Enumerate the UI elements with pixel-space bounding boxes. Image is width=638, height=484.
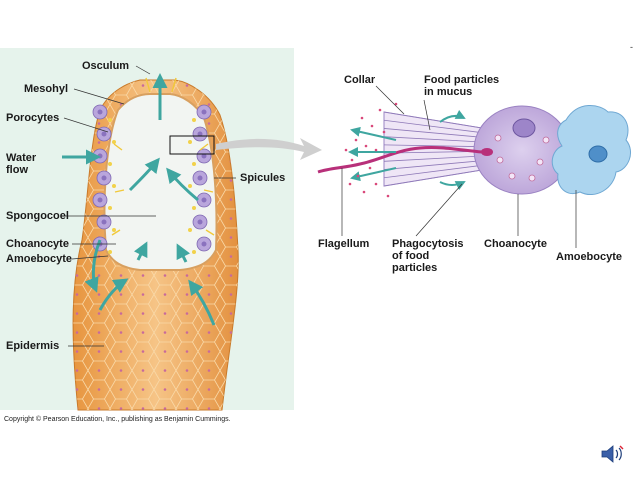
vacuole [536,158,544,166]
leader-lines-left [63,65,236,347]
food-dot [344,148,348,152]
food-dot [356,174,360,178]
vacuole [542,136,550,144]
mesohyl-cell [192,118,196,122]
mesohyl-cell [108,118,112,122]
food-particle-dots [344,102,398,198]
mesohyl-cell [188,184,192,188]
chamber-pore [97,153,103,159]
food-dot [374,182,378,186]
mesohyl-cell [108,162,112,166]
vacuole [508,172,516,180]
chamber-pore [101,175,107,181]
leader-lines-right [341,85,577,248]
speaker-icon[interactable] [600,444,624,464]
label-food-particles-1: Food particles [424,74,500,86]
mesohyl-cell [188,228,192,232]
food-dot [386,194,390,198]
food-dot [348,182,352,186]
vacuole [496,156,504,164]
label-phagocytosis-2: of food [392,250,430,262]
food-dot [374,148,378,152]
microvillus [383,155,483,162]
microvillus [383,119,483,134]
label-spongocoel: Spongocoel [6,210,69,222]
flagellum [317,146,483,174]
food-dot [360,116,364,120]
food-dot [382,130,386,134]
vacuole [494,134,502,142]
chamber-pore [197,219,203,225]
flagellum-base [481,148,493,156]
mesohyl-cell [192,250,196,254]
label-epidermis: Epidermis [6,340,60,352]
chamber-pore [201,241,207,247]
chamber-pore [197,175,203,181]
chamber-pore [101,219,107,225]
copyright-notice: Copyright © Pearson Education, Inc., pub… [4,416,231,423]
chamber-pore [97,109,103,115]
microvillus [383,160,483,170]
mesohyl-cell [192,162,196,166]
microvillus [383,144,483,148]
food-dot [362,190,366,194]
microvillus [383,136,483,143]
chamber-pore [197,131,203,137]
mesohyl-cell [112,184,116,188]
amoebocyte-nucleus [588,145,608,163]
corner-mark: - [630,42,633,52]
label-water-flow-1: Water [6,152,37,164]
label-amoebocyte-right: Amoebocyte [556,251,623,263]
food-dot [354,138,358,142]
label-porocytes: Porocytes [6,112,60,124]
mesohyl-cell [192,206,196,210]
food-vacuoles [494,134,550,182]
food-dot [350,158,354,162]
label-amoebocyte-left: Amoebocyte [6,253,73,265]
food-dot [378,108,382,112]
mesohyl-cell [188,140,192,144]
zoom-arrow [216,138,322,160]
label-choanocyte-left: Choanocyte [6,238,69,250]
microvillus [383,164,483,179]
spicules [111,77,215,236]
microvillus [383,111,483,129]
zoom-box [169,135,215,155]
food-dot [368,166,372,170]
label-phagocytosis-3: particles [392,262,438,274]
right-wall-chambers [188,104,212,254]
label-osculum: Osculum [82,60,130,72]
label-flagellum: Flagellum [318,238,370,250]
collar-flow-arrows [348,109,466,191]
food-dot [394,102,398,106]
chamber-pore [201,197,207,203]
water-flow-arrows [62,73,216,326]
vacuole [528,174,536,182]
label-choanocyte-right: Choanocyte [484,238,547,250]
mesohyl-cell [112,140,116,144]
label-spicules: Spicules [240,172,286,184]
mesohyl-cell [108,250,112,254]
mesohyl-cell [108,206,112,210]
chamber-pore [201,109,207,115]
spongocoel-cavity [103,93,218,271]
mesohyl-cell [112,228,116,232]
chamber-pore [97,197,103,203]
chamber-pore [101,131,107,137]
food-dot [370,124,374,128]
microvillus [383,128,483,138]
label-water-flow-2: flow [6,164,28,176]
label-mesohyl: Mesohyl [24,83,69,95]
label-collar: Collar [344,74,376,86]
food-dot [364,144,368,148]
microvillus [383,169,483,187]
label-food-particles-2: in mucus [424,86,473,98]
chamber-pore [201,153,207,159]
label-phagocytosis-1: Phagocytosis [392,238,464,250]
choanocyte-nucleus [512,118,536,138]
